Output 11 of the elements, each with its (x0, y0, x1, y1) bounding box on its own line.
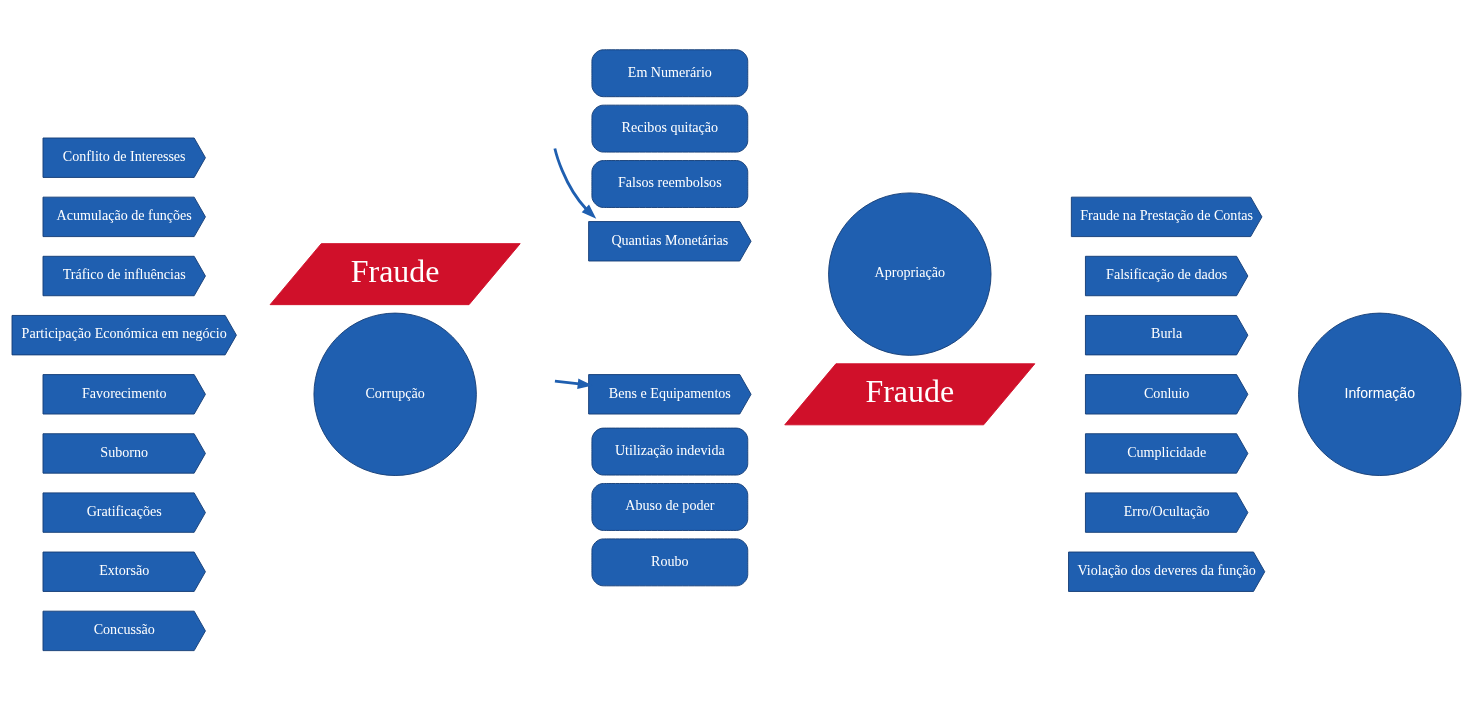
node-circle: Corrupção (313, 312, 477, 476)
node-box: Recibos quitação (591, 104, 749, 153)
node-box: Utilização indevida (591, 427, 749, 476)
node-box: Em Numerário (591, 49, 749, 98)
node-box: Abuso de poder (591, 483, 749, 531)
node-box: Roubo (591, 538, 749, 587)
node-circle: Informação (1298, 312, 1462, 476)
arrow (554, 378, 593, 390)
node-circle: Apropriação (828, 192, 992, 356)
node-box: Falsos reembolsos (591, 160, 749, 208)
arrow (553, 148, 597, 219)
